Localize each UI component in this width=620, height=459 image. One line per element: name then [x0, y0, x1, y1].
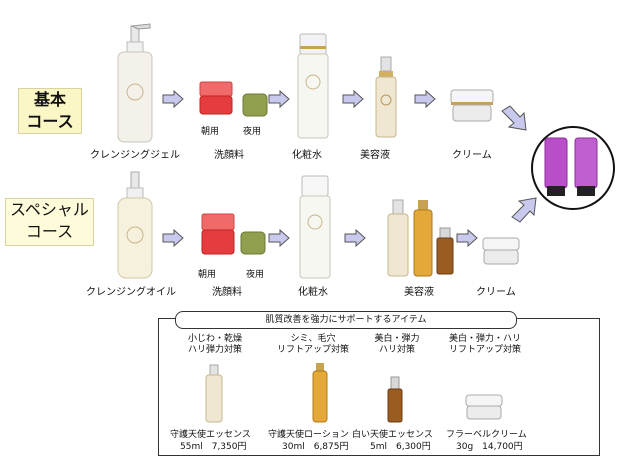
item-name: フラーベルクリーム [446, 430, 527, 440]
arrow-diagonal-down [501, 105, 527, 131]
item-description: シミ、毛穴 リフトアップ対策 [276, 334, 349, 355]
item-description: 美白・弾力 ハリ対策 [374, 334, 420, 355]
step-label: クリーム [476, 287, 516, 298]
toner-bottle [299, 175, 331, 279]
step-label: 洗顔料 [212, 287, 242, 298]
item-description: 美白・弾力・ハリ リフトアップ対策 [448, 334, 521, 355]
soap-label-night: 夜用 [246, 270, 265, 280]
soap-label-morning: 朝用 [198, 270, 217, 280]
item-description: 小じわ・乾燥 ハリ弾力対策 [187, 334, 242, 355]
morning-soap [199, 81, 233, 115]
support-items-title: 肌質改善を強力にサポートするアイテム [175, 311, 517, 329]
item-price: 55ml 7,350円 [180, 442, 247, 452]
arrow-right [342, 90, 364, 108]
step-label: クレンジングジェル [90, 150, 180, 161]
cream-jar [482, 237, 520, 265]
lotion-bottle [312, 363, 328, 423]
arrow-right [456, 229, 478, 247]
arrow-right [268, 229, 290, 247]
step-label: 美容液 [360, 150, 390, 161]
soap-label-morning: 朝用 [201, 127, 220, 137]
morning-soap [201, 213, 235, 255]
white-angel-bottle [387, 376, 403, 423]
step-label: 化粧水 [292, 150, 322, 161]
soap-label-night: 夜用 [243, 127, 262, 137]
arrow-right [268, 90, 290, 108]
special-course-label: スペシャル コース [5, 198, 94, 246]
essence-bottle [205, 364, 223, 423]
cream-jar [450, 89, 494, 122]
arrow-right [162, 90, 184, 108]
tube-product-circle [531, 126, 615, 210]
item-price: 30ml 6,875円 [282, 442, 349, 452]
step-label: 美容液 [404, 287, 434, 298]
step-label: クレンジングオイル [86, 287, 176, 298]
night-soap [240, 231, 266, 255]
toner-bottle [297, 33, 329, 139]
item-price: 30g 14,700円 [456, 442, 523, 452]
cleansing-gel-bottle [117, 23, 153, 143]
step-label: クリーム [452, 150, 492, 161]
arrow-right [344, 229, 366, 247]
step-label: 洗顔料 [214, 150, 244, 161]
purple-tubes [544, 137, 598, 196]
serum-bottle [375, 56, 397, 138]
item-name: 白い天使エッセンス [352, 430, 433, 440]
arrow-diagonal-up [511, 197, 537, 223]
item-name: 守護天使エッセンス [170, 430, 251, 440]
arrow-right [162, 229, 184, 247]
step-label: 化粧水 [298, 287, 328, 298]
serum-set [387, 199, 454, 277]
item-price: 5ml 6,300円 [370, 442, 431, 452]
night-soap [242, 93, 268, 117]
flowerbell-cream-jar [465, 394, 503, 420]
item-name: 守護天使ローション [268, 430, 349, 440]
arrow-right [414, 90, 436, 108]
basic-course-label: 基本 コース [18, 88, 82, 134]
cleansing-oil-bottle [117, 171, 153, 279]
